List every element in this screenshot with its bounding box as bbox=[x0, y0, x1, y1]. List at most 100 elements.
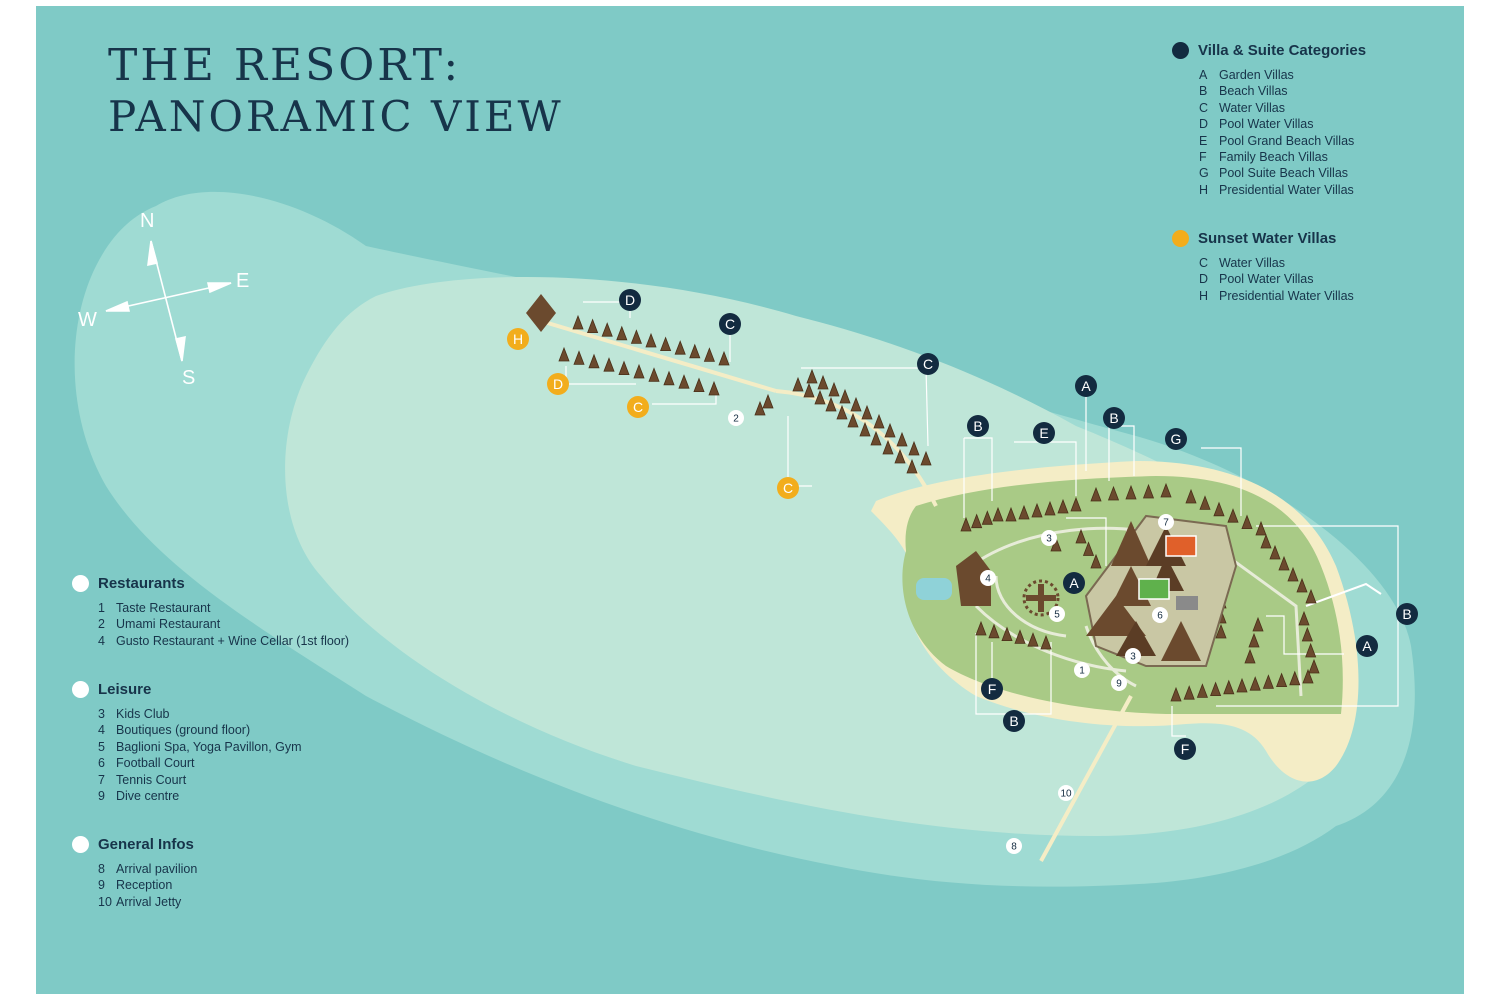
marker-label: B bbox=[1109, 410, 1118, 426]
villa-hut bbox=[587, 318, 599, 334]
villa-hut bbox=[648, 367, 660, 382]
villa-hut bbox=[971, 513, 983, 529]
map-marker-white-3: 3 bbox=[1041, 530, 1057, 546]
map-marker-navy-B: B bbox=[967, 415, 989, 437]
map-marker-navy-C: C bbox=[917, 353, 939, 375]
marker-label: C bbox=[725, 316, 735, 332]
marker-label: C bbox=[923, 356, 933, 372]
legend-restaurants-title: Restaurants bbox=[72, 575, 349, 592]
gold-dot-icon bbox=[1172, 230, 1189, 247]
villa-hut bbox=[847, 412, 859, 428]
villa-hut bbox=[1142, 483, 1155, 499]
villa-hut bbox=[1183, 685, 1195, 700]
central-complex bbox=[956, 514, 1238, 667]
villa-hut bbox=[882, 439, 894, 455]
villa-hut bbox=[588, 353, 600, 369]
villa-hut bbox=[1005, 506, 1017, 522]
villa-hut bbox=[1244, 648, 1256, 664]
villa-hut bbox=[762, 393, 774, 409]
villa-hut bbox=[896, 431, 908, 447]
marker-label: C bbox=[783, 480, 793, 496]
navy-dot-icon bbox=[1172, 42, 1189, 59]
marker-label: F bbox=[988, 681, 997, 697]
villa-hut bbox=[981, 510, 993, 525]
map-marker-white-3: 3 bbox=[1125, 648, 1141, 664]
villa-hut bbox=[884, 422, 896, 438]
villa-hut bbox=[1082, 541, 1095, 556]
villa-hut bbox=[616, 325, 628, 341]
villa-hut bbox=[1215, 623, 1227, 639]
villa-hut bbox=[1070, 496, 1082, 512]
map-marker-navy-B: B bbox=[1003, 710, 1025, 732]
marker-label: F bbox=[1181, 741, 1190, 757]
villa-hut bbox=[861, 404, 873, 420]
villa-hut bbox=[1031, 502, 1043, 518]
marker-label: E bbox=[1039, 425, 1048, 441]
legend-leisure-title: Leisure bbox=[72, 681, 302, 698]
white-dot-icon bbox=[72, 575, 89, 592]
villa-hut bbox=[1170, 686, 1182, 702]
map-marker-navy-A: A bbox=[1063, 572, 1085, 594]
marker-label: 8 bbox=[1011, 842, 1017, 853]
villa-hut bbox=[1223, 679, 1235, 695]
page-title-line2: PANORAMIC VIEW bbox=[108, 92, 564, 141]
map-marker-navy-B: B bbox=[1396, 603, 1418, 625]
map-marker-navy-E: E bbox=[1033, 422, 1055, 444]
marker-label: 3 bbox=[1130, 652, 1136, 663]
map-marker-white-5: 5 bbox=[1049, 606, 1065, 622]
villa-hut bbox=[1305, 588, 1317, 604]
legend-sunset-title: Sunset Water Villas bbox=[1172, 230, 1354, 247]
marker-label: 3 bbox=[1046, 534, 1052, 545]
map-marker-navy-G: G bbox=[1165, 428, 1187, 450]
island-path bbox=[970, 524, 1303, 697]
villa-hut bbox=[1125, 484, 1137, 500]
villa-hut bbox=[920, 450, 932, 466]
marker-label: A bbox=[1069, 575, 1079, 591]
marker-label: H bbox=[513, 331, 523, 347]
villa-hut bbox=[1090, 486, 1102, 502]
villa-hut bbox=[1018, 504, 1030, 520]
map-marker-navy-B: B bbox=[1103, 407, 1125, 429]
villa-hut bbox=[693, 377, 705, 393]
villa-hut bbox=[645, 332, 657, 348]
marker-label: 6 bbox=[1157, 611, 1163, 622]
map-marker-white-10: 10 bbox=[1058, 785, 1074, 801]
marker-label: 5 bbox=[1054, 610, 1060, 621]
map-marker-navy-D: D bbox=[619, 289, 641, 311]
compass-rose: N E S W bbox=[78, 210, 249, 389]
villa-hut bbox=[1298, 610, 1310, 626]
villa-hut bbox=[703, 347, 715, 362]
pool bbox=[916, 578, 952, 600]
marker-label: B bbox=[973, 418, 982, 434]
villa-hut bbox=[663, 370, 675, 386]
villa-hut bbox=[792, 376, 804, 392]
map-marker-navy-C: C bbox=[719, 313, 741, 335]
map-marker-white-6: 6 bbox=[1152, 607, 1168, 623]
villa-hut bbox=[572, 314, 584, 330]
marker-label: 7 bbox=[1163, 518, 1169, 529]
white-dot-icon bbox=[72, 681, 89, 698]
villa-hut bbox=[1040, 634, 1052, 650]
marker-label: D bbox=[625, 292, 635, 308]
compass-s: S bbox=[182, 367, 195, 389]
villa-hut bbox=[1241, 514, 1253, 529]
villa-hut bbox=[1001, 626, 1013, 641]
